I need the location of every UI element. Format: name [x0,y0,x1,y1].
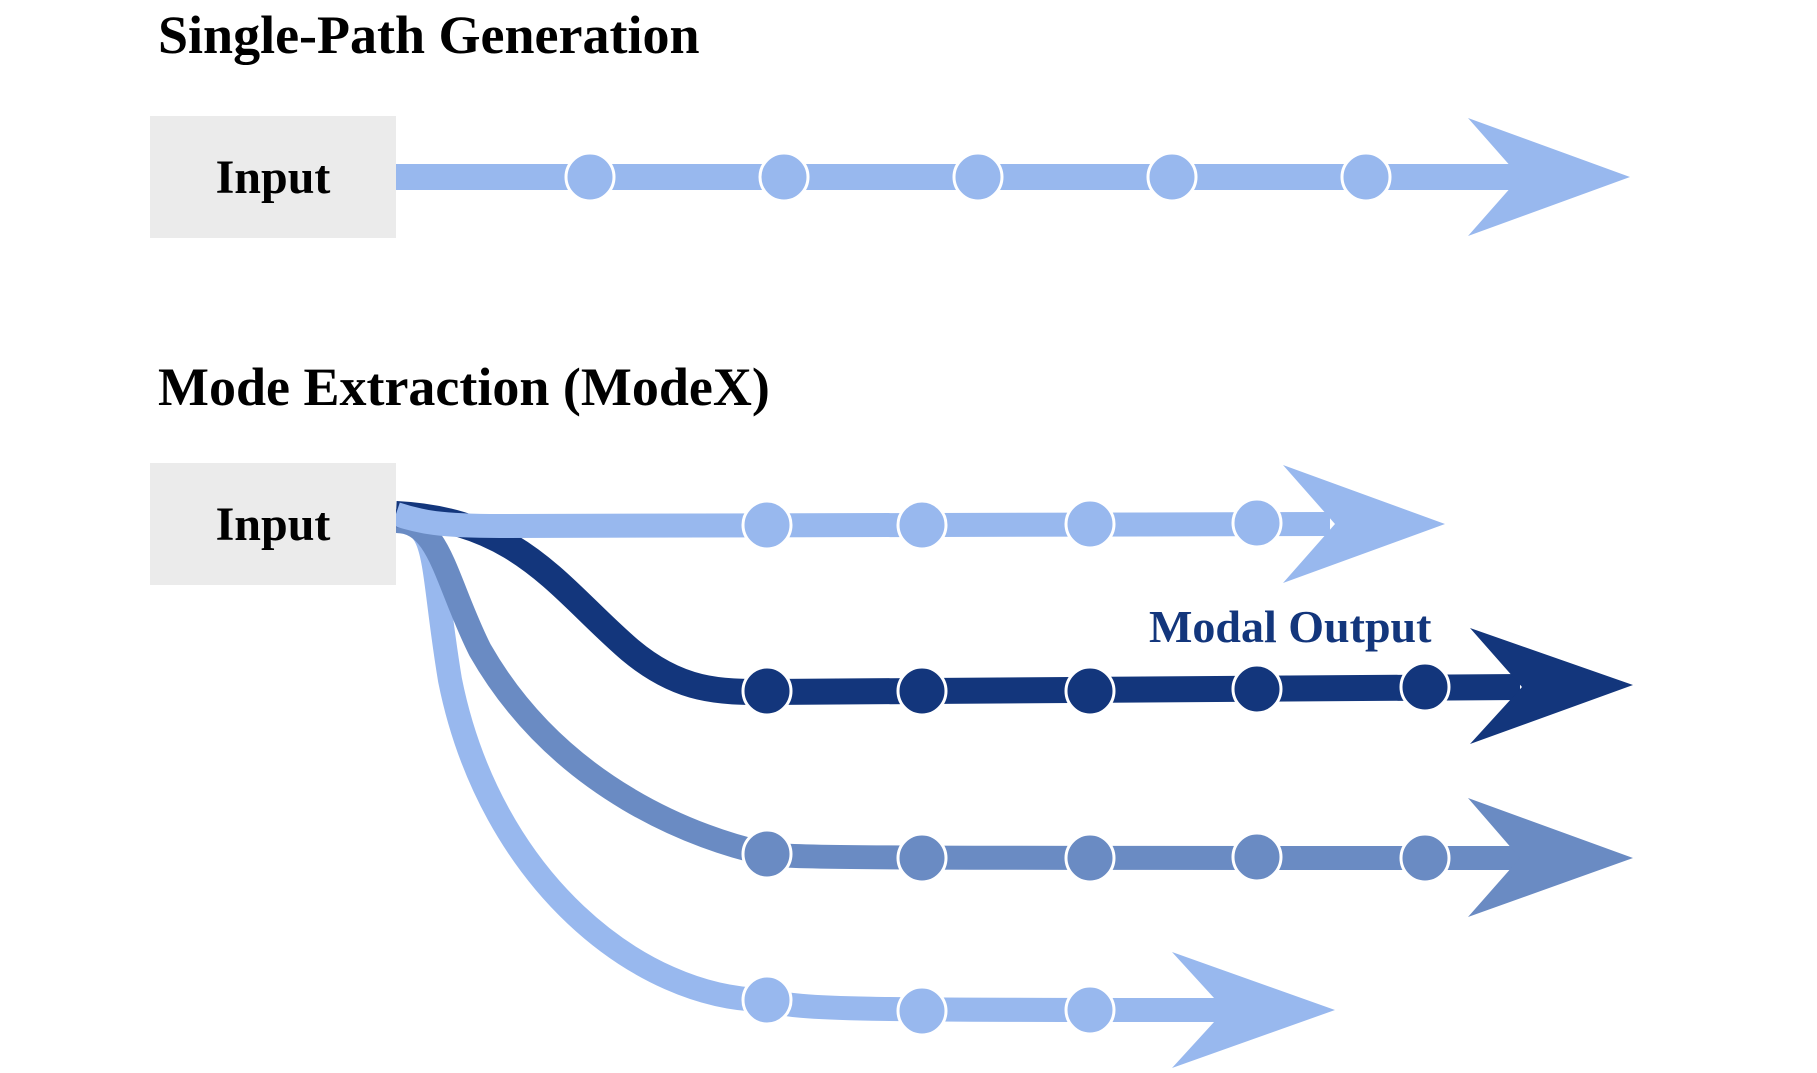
modex-path-3-arrowhead [1468,798,1633,917]
path-node [896,985,948,1037]
single-path [396,118,1630,236]
modal-output-label: Modal Output [1149,601,1432,652]
path-node [1146,151,1198,203]
path-node [1340,151,1392,203]
single-path-arrowhead [1468,118,1630,236]
path-node [741,499,793,551]
modex-path-4 [395,509,1335,1068]
modex-path-2-arrowhead [1470,628,1633,744]
input-box-modex: Input [150,463,396,585]
section-title-modex: Mode Extraction (ModeX) [158,357,770,417]
path-node [741,828,793,880]
path-node [1064,498,1116,550]
path-node [896,665,948,717]
path-node [896,832,948,884]
path-node [758,151,810,203]
path-node [1399,661,1451,713]
input-label: Input [215,150,331,204]
modex-path-3 [394,509,1633,917]
modex-path-1 [392,465,1445,583]
path-node [741,974,793,1026]
modex-path-1-arrowhead [1283,465,1445,583]
path-node [952,151,1004,203]
path-node [896,499,948,551]
modex-path-2-modal [395,501,1633,744]
path-node [1231,663,1283,715]
modex-path-4-line [395,509,1231,1022]
path-node [564,151,616,203]
path-node [1231,497,1283,549]
section-title-single-path: Single-Path Generation [158,5,700,65]
input-box-single-path: Input [150,116,396,238]
input-label: Input [215,497,331,551]
modex-path-3-line [394,509,1521,870]
path-node [1064,665,1116,717]
path-node [1064,984,1116,1036]
modex-path-1-line [392,502,1331,539]
path-node [1231,831,1283,883]
path-node [741,665,793,717]
path-node [1064,832,1116,884]
modex-path-4-arrowhead [1172,952,1335,1068]
path-node [1399,832,1451,884]
